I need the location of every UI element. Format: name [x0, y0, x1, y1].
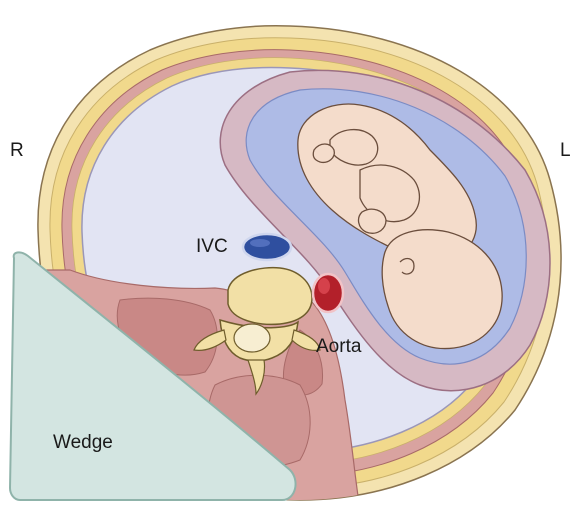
ivc-vessel — [243, 234, 291, 260]
wedge-label: Wedge — [53, 433, 113, 452]
spinal-canal — [234, 324, 270, 352]
aorta-vessel — [313, 274, 343, 312]
left-side-label: L — [560, 141, 571, 160]
fetal-foot — [313, 144, 334, 162]
right-side-label: R — [10, 141, 24, 160]
vertebral-body — [228, 268, 312, 325]
ivc-label: IVC — [196, 237, 228, 256]
aorta-label: Aorta — [316, 337, 361, 356]
fetal-hand — [359, 209, 386, 233]
ivc-highlight — [250, 239, 270, 247]
aorta-highlight — [318, 278, 330, 294]
